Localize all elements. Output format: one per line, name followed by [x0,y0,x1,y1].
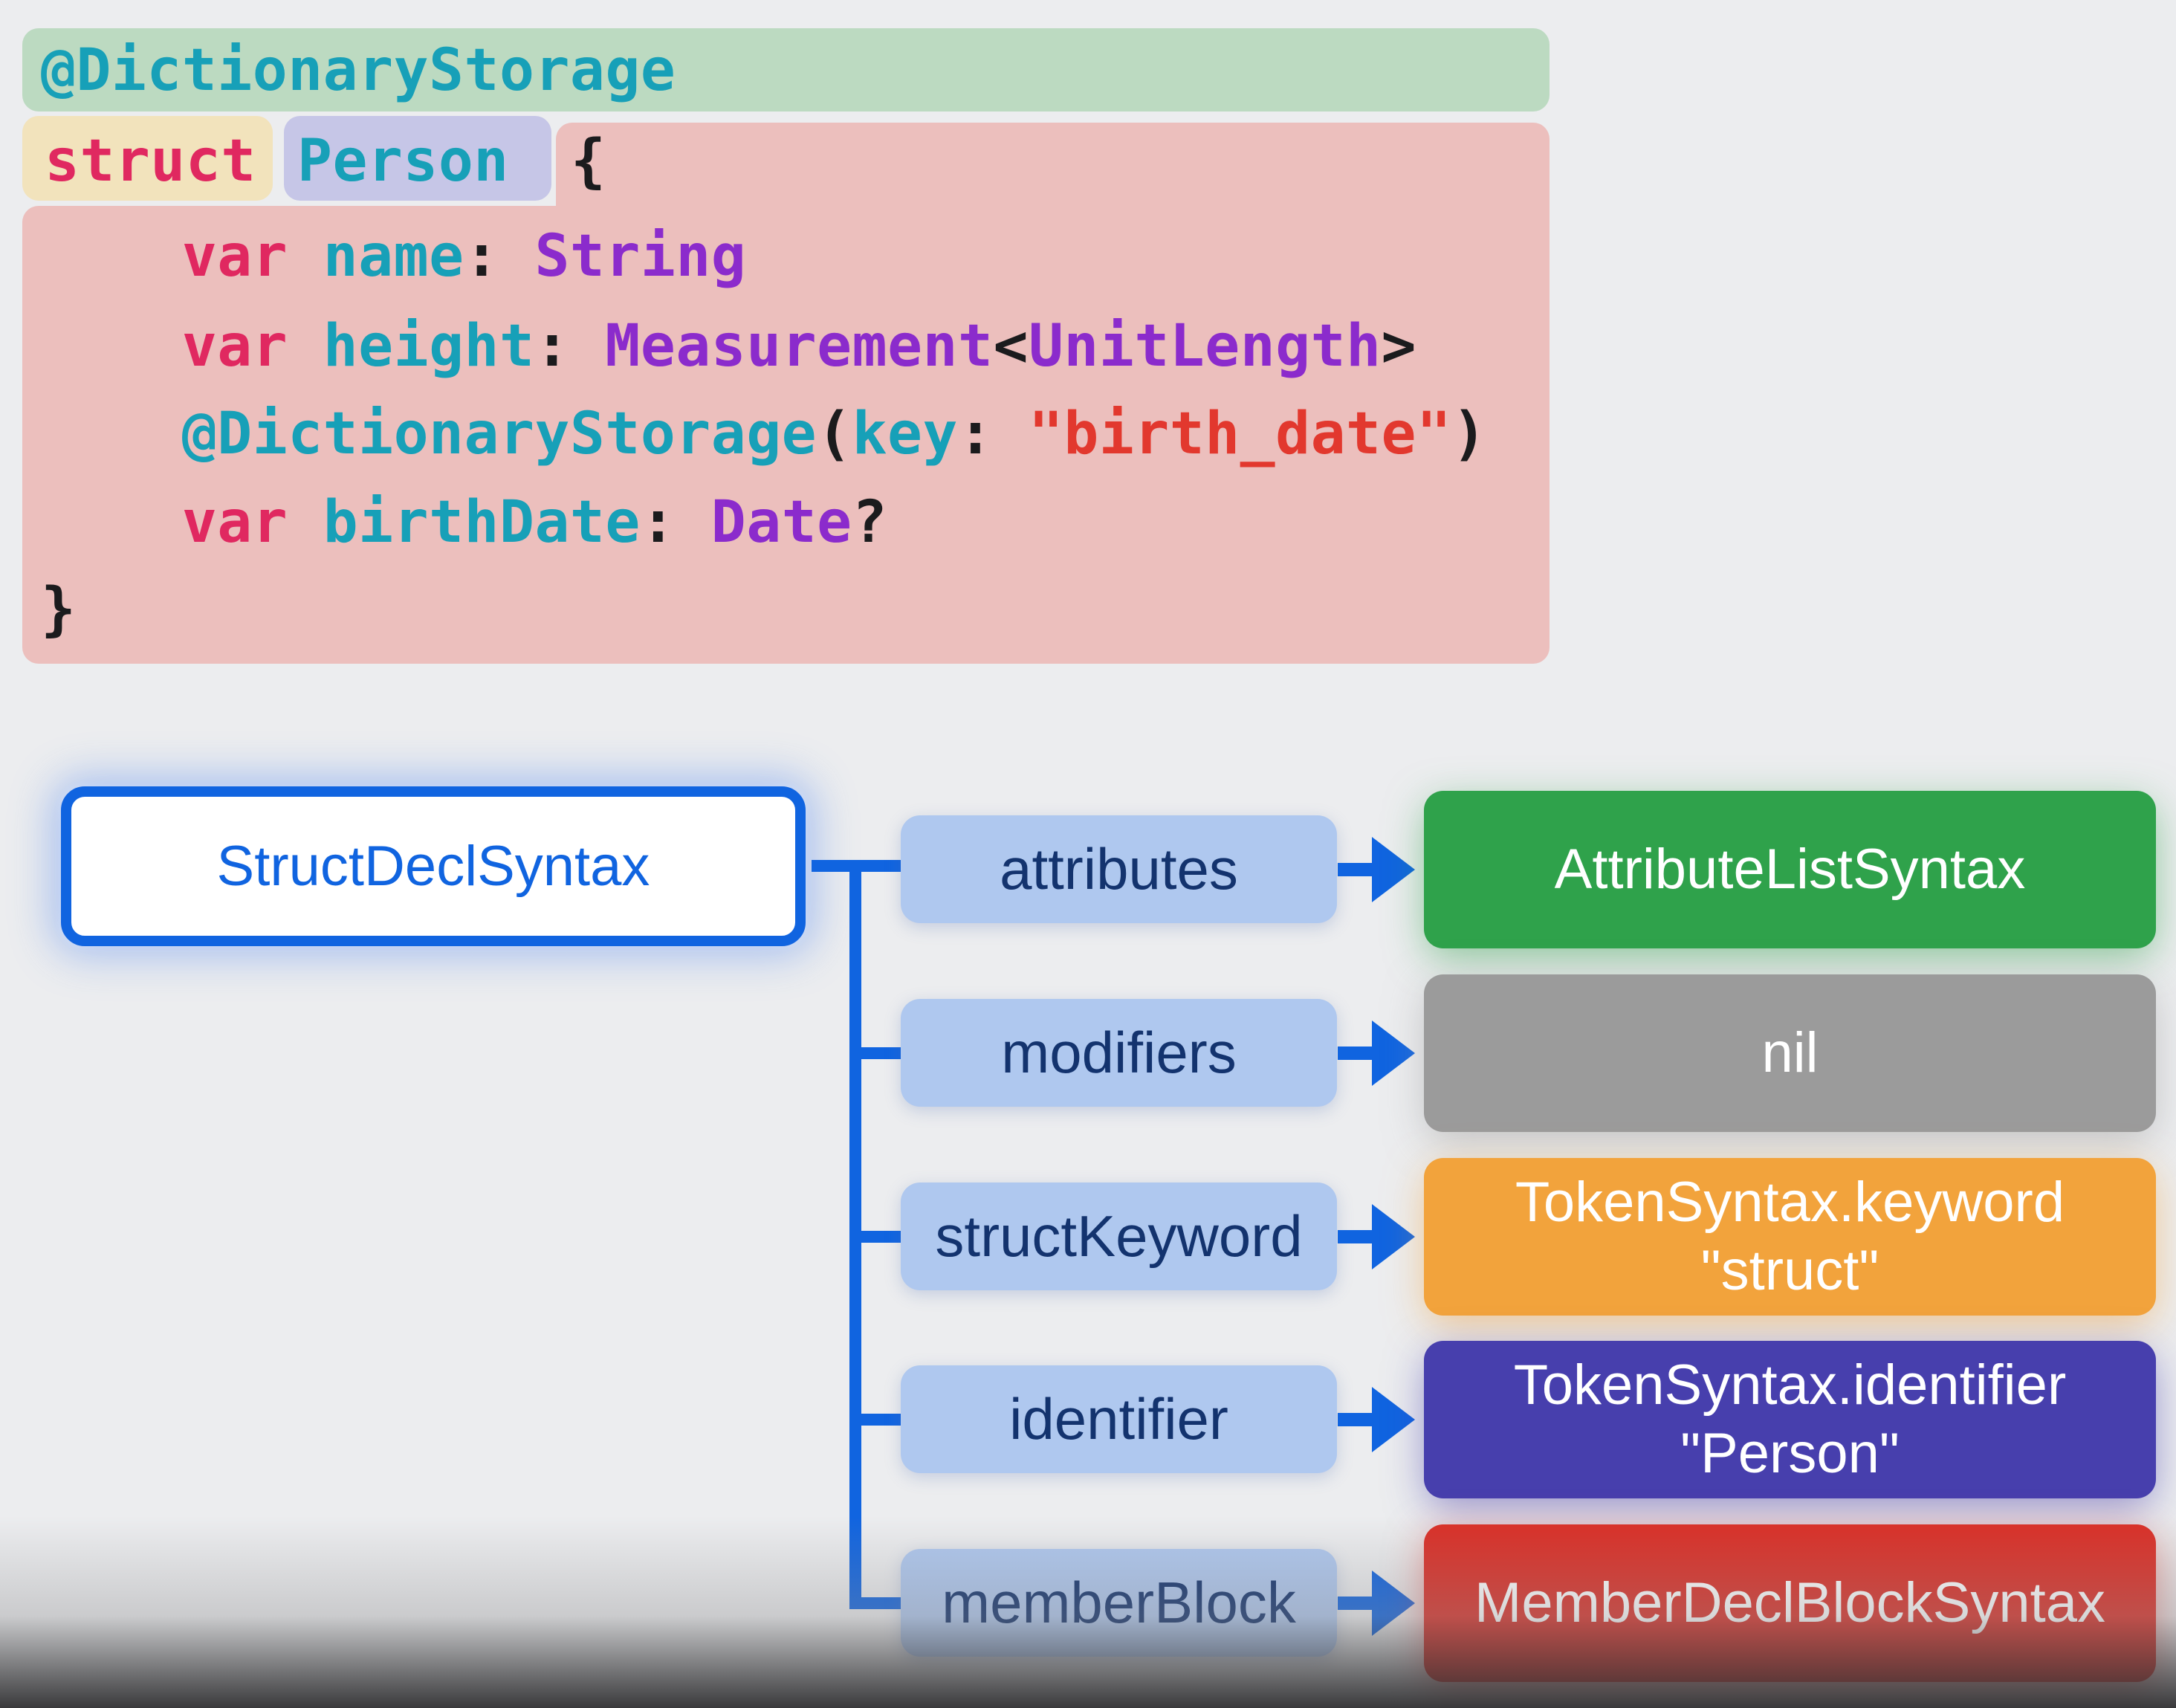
code-token: @DictionaryStorage [41,37,676,104]
arrow-head-icon [1372,1020,1415,1086]
arrow-icon [1338,1413,1376,1426]
connector-branch-structKeyword [849,1231,901,1243]
property-node-identifier: identifier [901,1365,1337,1473]
code-token: struct [45,128,256,195]
code-token [993,401,1028,468]
arrow-head-icon [1372,1570,1415,1636]
code-token: var [41,313,288,380]
property-node-label: memberBlock [942,1570,1296,1635]
struct-keyword-highlight [22,116,273,201]
code-token: : [464,223,500,290]
property-node-label: modifiers [1001,1020,1237,1085]
struct-body-highlight [556,123,1550,207]
code-token: Person [297,128,509,195]
code-token: UnitLength [1028,313,1382,380]
code-token: { [571,128,606,195]
property-node-modifiers: modifiers [901,999,1337,1107]
value-node-label: "struct" [1700,1239,1879,1302]
code-token: < [993,313,1029,380]
connector-branch-identifier [849,1414,901,1426]
value-node-structKeyword: TokenSyntax.keyword"struct" [1424,1158,2156,1316]
property-node-memberBlock: memberBlock [901,1549,1337,1657]
code-line: @DictionaryStorage(key: "birth_date") [41,392,1487,476]
code-token: Date [676,489,852,556]
value-node-label: nil [1761,1021,1819,1084]
code-token: var [41,489,288,556]
code-token: : [957,401,994,468]
value-node-identifier: TokenSyntax.identifier"Person" [1424,1341,2156,1498]
value-node-memberBlock: MemberDeclBlockSyntax [1424,1524,2156,1682]
property-node-label: attributes [1000,836,1238,902]
code-token: ( [817,401,852,468]
code-token: ? [852,489,888,556]
code-line: var name: String [41,215,746,298]
root-node-label: StructDeclSyntax [216,835,650,898]
code-token: @DictionaryStorage [41,401,817,468]
arrow-icon [1338,1047,1376,1060]
arrow-head-icon [1372,837,1415,902]
code-token: "birth_date" [1028,401,1452,468]
code-token: var [41,223,288,290]
property-node-structKeyword: structKeyword [901,1183,1337,1290]
arrow-head-icon [1372,1387,1415,1452]
code-token: : [534,313,570,380]
root-node-structdeclsyntax: StructDeclSyntax [61,786,806,946]
value-node-label: MemberDeclBlockSyntax [1474,1571,2105,1634]
property-node-attributes: attributes [901,815,1337,923]
value-node-label: TokenSyntax.keyword [1515,1171,2065,1234]
arrow-icon [1338,863,1376,876]
code-token: } [41,576,77,643]
code-line: } [41,568,76,651]
connector-branch-modifiers [849,1047,901,1059]
code-line: var birthDate: Date? [41,481,887,564]
code-token: : [640,489,676,556]
code-line: var height: Measurement<UnitLength> [41,305,1416,388]
connector-branch-memberBlock [849,1597,901,1609]
code-token: birthDate [288,489,641,556]
struct-name-highlight [284,116,551,201]
code-line: @DictionaryStorage [41,29,676,112]
arrow-icon [1338,1230,1376,1243]
value-node-label: TokenSyntax.identifier [1513,1353,2067,1417]
value-node-modifiers: nil [1424,974,2156,1132]
code-token: height [288,313,535,380]
arrow-head-icon [1372,1204,1415,1269]
value-node-label: AttributeListSyntax [1554,838,2026,901]
property-node-label: structKeyword [935,1203,1303,1269]
code-token: ) [1451,401,1487,468]
code-token: String [499,223,747,290]
code-token: > [1381,313,1417,380]
code-token: name [288,223,464,290]
value-node-attributes: AttributeListSyntax [1424,791,2156,948]
code-token: Measurement [569,313,994,380]
struct-body-highlight [22,206,1550,664]
value-node-label: "Person" [1680,1422,1900,1485]
arrow-icon [1338,1597,1376,1610]
property-node-label: identifier [1009,1386,1228,1452]
attribute-highlight [22,28,1550,111]
code-token: key [852,401,958,468]
